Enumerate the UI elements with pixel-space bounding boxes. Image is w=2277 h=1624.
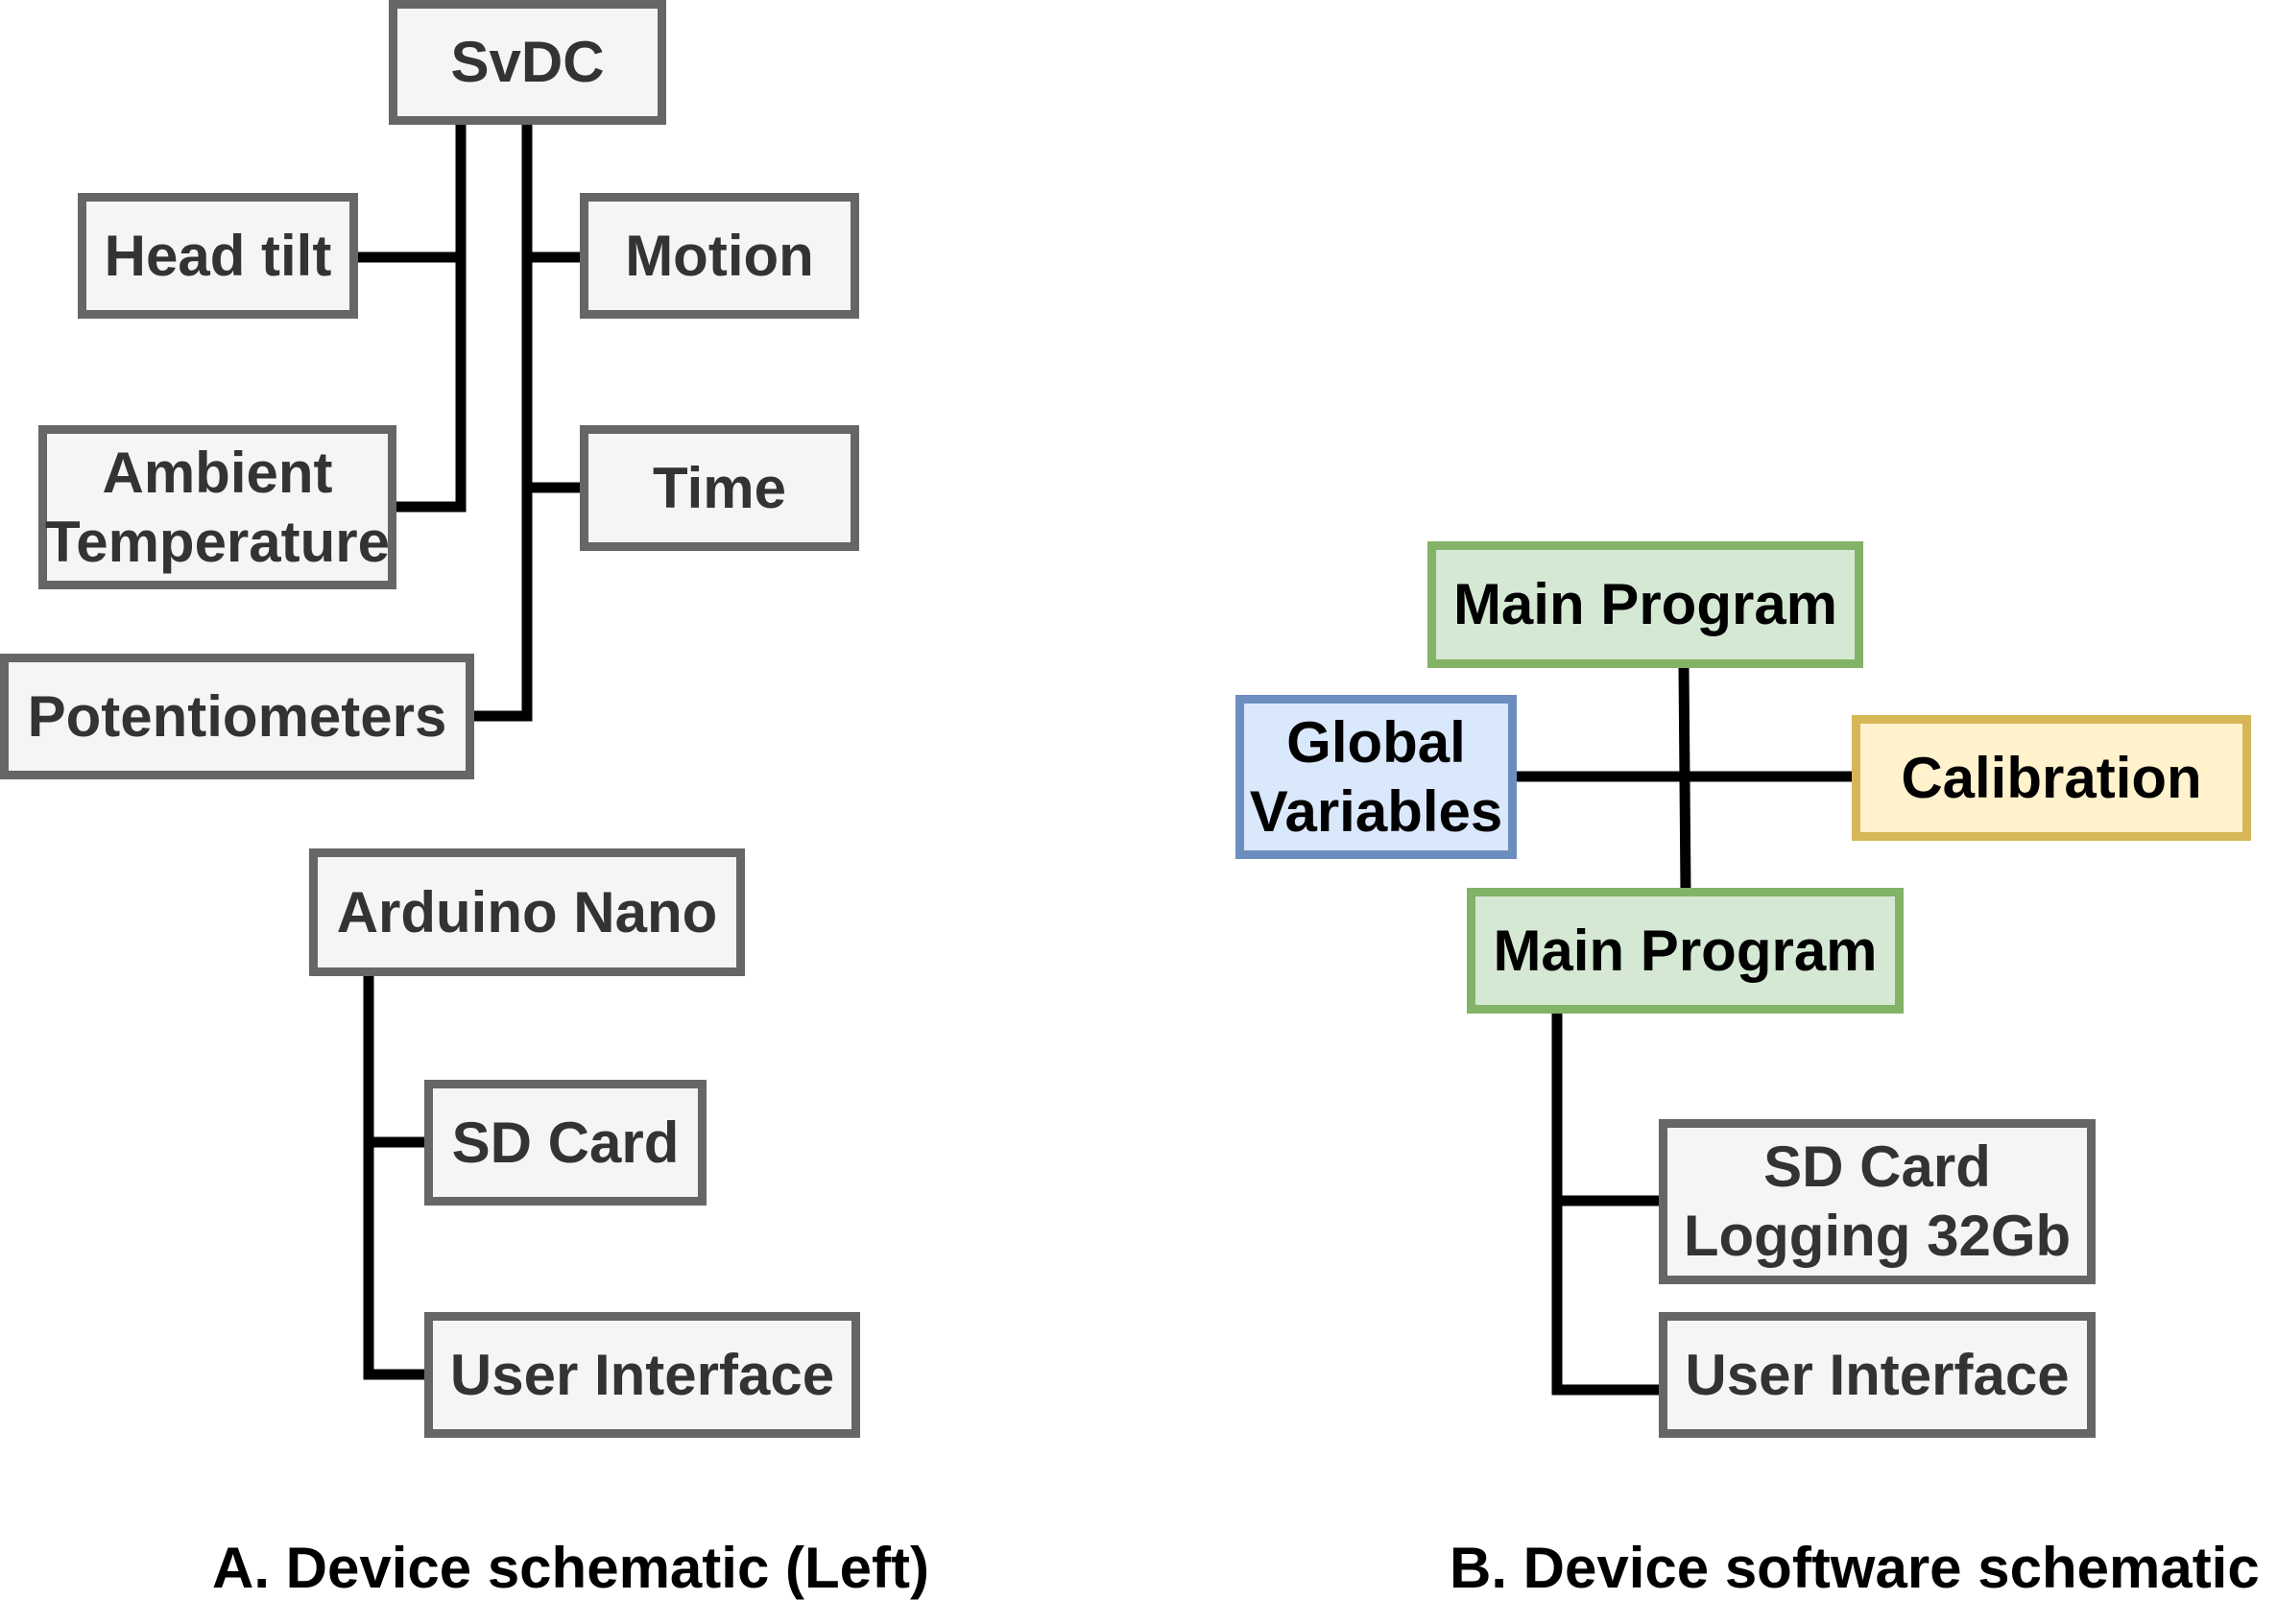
node-main-program-bottom: Main Program bbox=[1467, 888, 1904, 1014]
node-user-interface-a: User Interface bbox=[424, 1312, 860, 1438]
node-calibration: Calibration bbox=[1852, 715, 2251, 841]
node-potentiometers: Potentiometers bbox=[0, 654, 474, 779]
node-time: Time bbox=[580, 425, 859, 551]
caption-panel-a: A. Device schematic (Left) bbox=[212, 1536, 929, 1600]
caption-panel-b: B. Device software schematic bbox=[1450, 1536, 2260, 1600]
connector-svdc-right-trunk bbox=[467, 121, 533, 722]
node-ambient-temperature: Ambient Temperature bbox=[38, 425, 396, 589]
node-sd-card: SD Card bbox=[424, 1080, 707, 1206]
node-arduino-nano: Arduino Nano bbox=[309, 848, 745, 976]
connector-svdc-left-trunk bbox=[391, 121, 467, 513]
node-svdc: SvDC bbox=[389, 0, 666, 125]
connector-arduino-trunk bbox=[363, 971, 429, 1380]
node-motion: Motion bbox=[580, 193, 859, 319]
node-main-program-top: Main Program bbox=[1427, 541, 1863, 668]
node-sd-card-logging: SD Card Logging 32Gb bbox=[1659, 1119, 2096, 1284]
node-global-variables: Global Variables bbox=[1235, 695, 1517, 859]
connector-main-bottom-trunk bbox=[1551, 1008, 1663, 1396]
node-user-interface-b: User Interface bbox=[1659, 1312, 2096, 1438]
node-head-tilt: Head tilt bbox=[78, 193, 358, 319]
